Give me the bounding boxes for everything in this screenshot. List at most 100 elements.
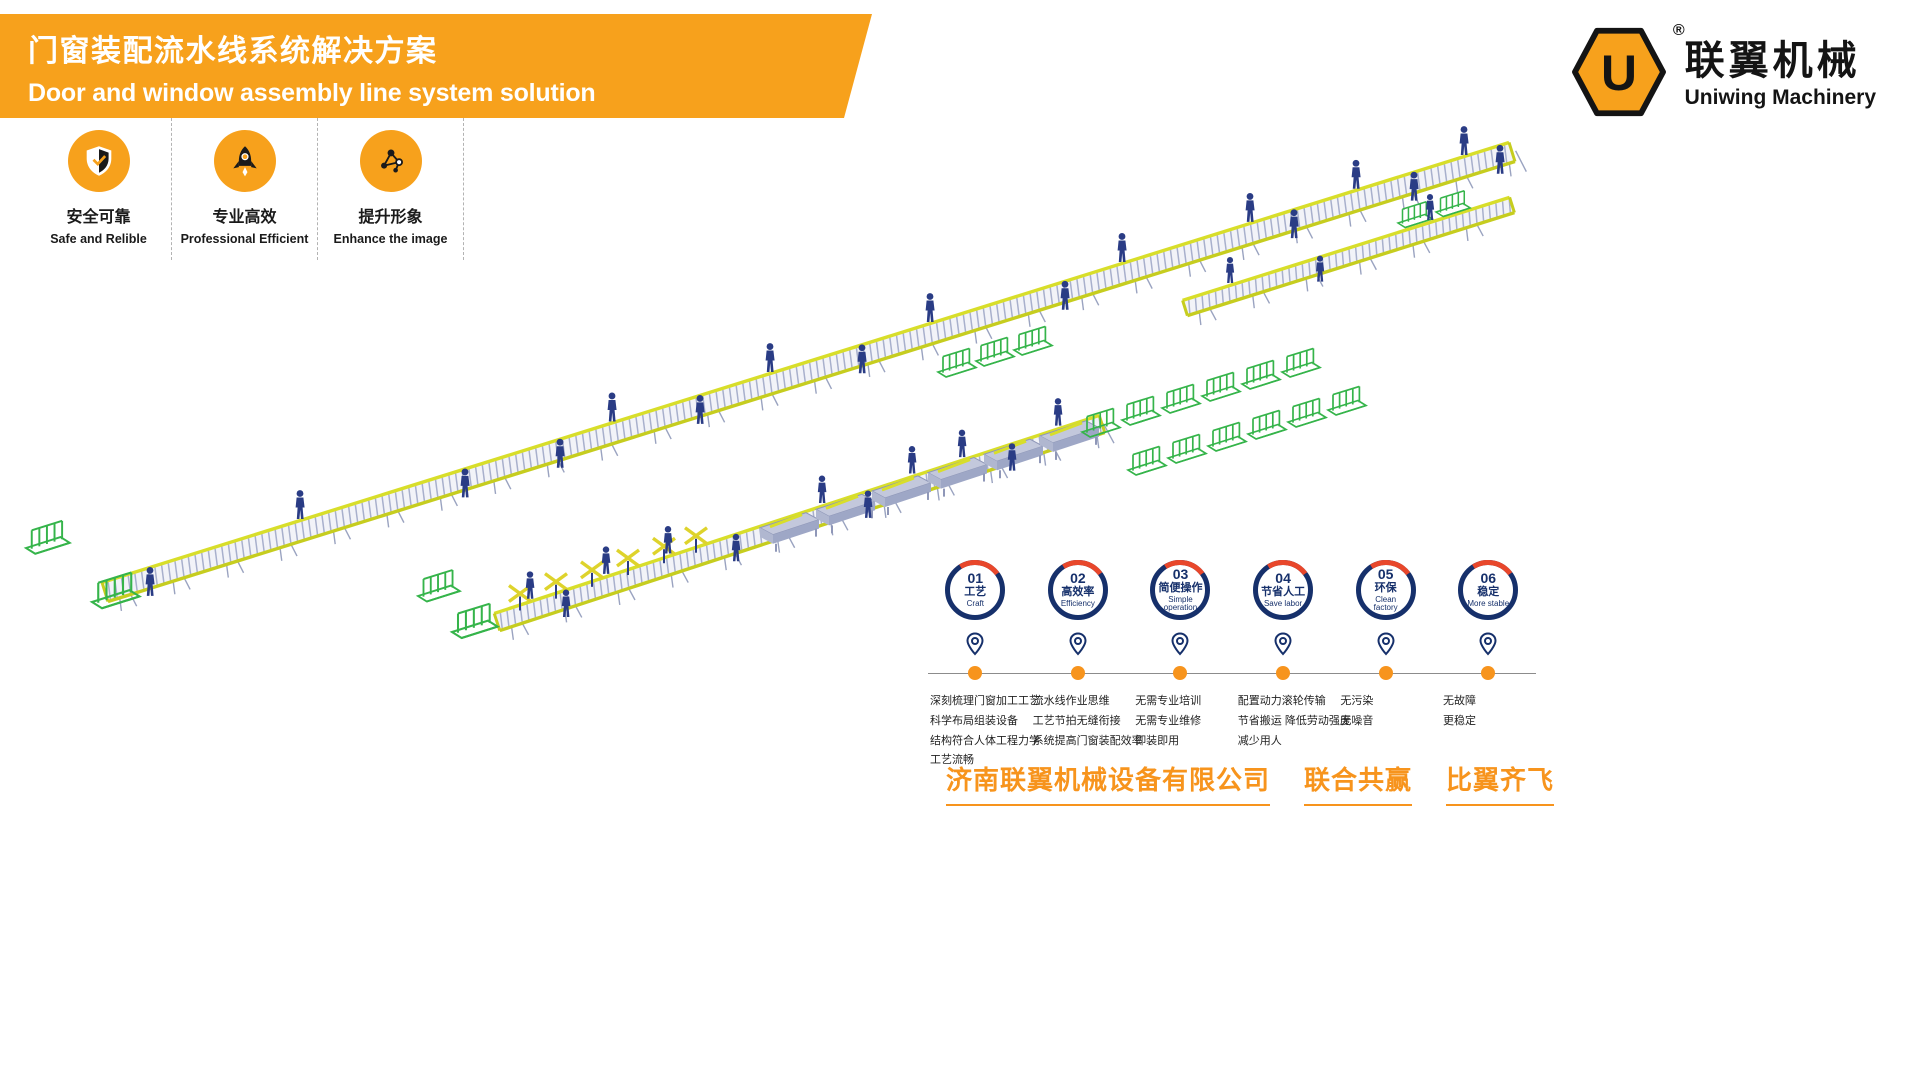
step-details-01: 深刻梳理门窗加工工艺 科学布局组装设备 结构符合人体工程力学 工艺流畅	[924, 692, 1040, 771]
worker-figure	[817, 475, 827, 503]
logo-letter: U	[1601, 45, 1637, 101]
feature-label-zh: 专业高效	[212, 209, 277, 226]
work-table	[870, 475, 933, 515]
map-pin-icon	[1479, 632, 1497, 656]
step-label-en: Save labor	[1263, 599, 1303, 609]
feature-label-en: Professional Efficient	[180, 232, 309, 246]
timeline-steps: 01 工艺 Craft 02 高效率 Efficiency 03	[924, 560, 1540, 656]
work-table	[982, 438, 1045, 479]
hexagon-u-icon: U	[1571, 27, 1666, 117]
red-arc-icon	[1355, 560, 1416, 620]
feature-label-en: Enhance the image	[333, 232, 448, 246]
feature-label-zh: 安全可靠	[66, 209, 131, 226]
worker-figure	[1351, 159, 1361, 189]
badge-circle	[359, 130, 422, 192]
timeline-step-circle: 05 环保 Clean factory	[1355, 560, 1416, 620]
timeline-step-circle: 01 工艺 Craft	[945, 560, 1006, 620]
glass-rack	[1205, 421, 1249, 452]
brand-name-en: Uniwing Machinery	[1684, 86, 1876, 109]
glass-rack	[89, 571, 143, 610]
title-banner: 门窗装配流水线系统解决方案 Door and window assembly l…	[0, 14, 872, 118]
worker-figure	[1459, 126, 1469, 156]
step-details-06: 无故障 更稳定	[1437, 692, 1540, 771]
detail-line: 工艺流畅	[930, 754, 974, 767]
company-name: 济南联翼机械设备有限公司	[946, 760, 1271, 806]
timeline-dot	[1276, 666, 1291, 680]
easel-stand	[544, 572, 568, 599]
page-title-en: Door and window assembly line system sol…	[28, 79, 596, 107]
easel-stand	[508, 584, 532, 611]
worker-figure	[1316, 255, 1325, 282]
step-label-en: More stable	[1467, 599, 1510, 609]
glass-rack	[1285, 397, 1329, 428]
glass-rack	[1279, 347, 1323, 378]
timeline-step-circle: 03 简便操作 Simple operation	[1150, 560, 1211, 620]
worker-figure	[1409, 171, 1419, 201]
worker-figure	[1426, 194, 1435, 221]
worker-figure	[145, 567, 155, 596]
feature-safe: 安全可靠 Safe and Relible	[26, 118, 172, 261]
timeline-step-05: 05 环保 Clean factory	[1334, 560, 1437, 656]
detail-line: 深刻梳理门窗加工工艺	[930, 695, 1040, 707]
worker-figure	[695, 395, 705, 424]
brand-name-zh: 联翼机械	[1684, 39, 1861, 83]
detail-line: 无噪音	[1340, 714, 1374, 727]
molecule-icon	[380, 149, 403, 173]
worker-figure	[765, 343, 775, 373]
benefits-timeline: 01 工艺 Craft 02 高效率 Efficiency 03	[924, 560, 1540, 771]
worker-figure	[1245, 193, 1255, 222]
feature-image: 提升形象 Enhance the image	[318, 118, 464, 261]
detail-line: 无污染	[1340, 695, 1374, 707]
step-details-05: 无污染 无噪音	[1334, 692, 1437, 771]
work-table	[814, 493, 877, 534]
brand-text: 联翼机械 Uniwing Machinery	[1685, 39, 1876, 110]
glass-rack	[1396, 201, 1435, 229]
timeline-step-circle: 04 节省人工 Save labor	[1253, 560, 1314, 620]
timeline-step-04: 04 节省人工 Save labor	[1232, 560, 1335, 656]
worker-figure	[907, 446, 917, 474]
timeline-dot	[1070, 666, 1085, 680]
glass-rack	[1011, 325, 1055, 356]
registered-trademark: ®	[1672, 22, 1685, 39]
timeline-step-02: 02 高效率 Efficiency	[1027, 560, 1130, 656]
easel-stand	[616, 548, 640, 576]
worker-figure	[857, 344, 867, 374]
timeline-dot	[1173, 666, 1188, 680]
map-pin-icon	[1069, 632, 1087, 656]
work-table	[758, 512, 821, 552]
glass-rack	[1159, 383, 1203, 414]
detail-line: 更稳定	[1442, 714, 1476, 727]
worker-figure	[1226, 257, 1235, 284]
worker-figure	[1007, 443, 1017, 471]
worker-figure	[731, 533, 741, 562]
detail-line: 系统提高门窗装配效率	[1032, 734, 1143, 747]
detail-line: 配置动力滚轮传输	[1237, 695, 1326, 707]
timeline-dot	[1481, 666, 1496, 680]
timeline-dot	[968, 666, 983, 680]
red-arc-icon	[1150, 560, 1211, 620]
detail-line: 即装即用	[1135, 734, 1180, 747]
red-arc-icon	[1458, 560, 1519, 620]
glass-rack	[1079, 407, 1123, 438]
feature-label-en: Safe and Relible	[50, 232, 147, 246]
worker-figure	[607, 392, 617, 422]
easel-stand	[684, 526, 708, 553]
rocket-icon	[232, 146, 257, 177]
map-pin-icon	[966, 632, 984, 656]
detail-line: 流水线作业思维	[1032, 695, 1110, 707]
worker-figure	[601, 546, 611, 574]
timeline-step-01: 01 工艺 Craft	[924, 560, 1027, 656]
glass-rack	[1245, 409, 1289, 440]
worker-figure	[1289, 209, 1299, 239]
worker-figure	[295, 490, 305, 520]
detail-line: 减少用人	[1237, 734, 1282, 747]
brand-logo: U ® 联翼机械 Uniwing Machinery	[1569, 22, 1876, 123]
timeline-step-03: 03 简便操作 Simple operation	[1129, 560, 1232, 656]
easel-stand	[580, 560, 604, 587]
company-slogan: 济南联翼机械设备有限公司 联合共赢 比翼齐飞	[946, 760, 1555, 806]
detail-line: 节省搬运 降低劳动强度	[1237, 714, 1351, 727]
worker-figure	[925, 293, 935, 323]
worker-figure	[1117, 233, 1127, 262]
detail-line: 无故障	[1442, 695, 1476, 707]
